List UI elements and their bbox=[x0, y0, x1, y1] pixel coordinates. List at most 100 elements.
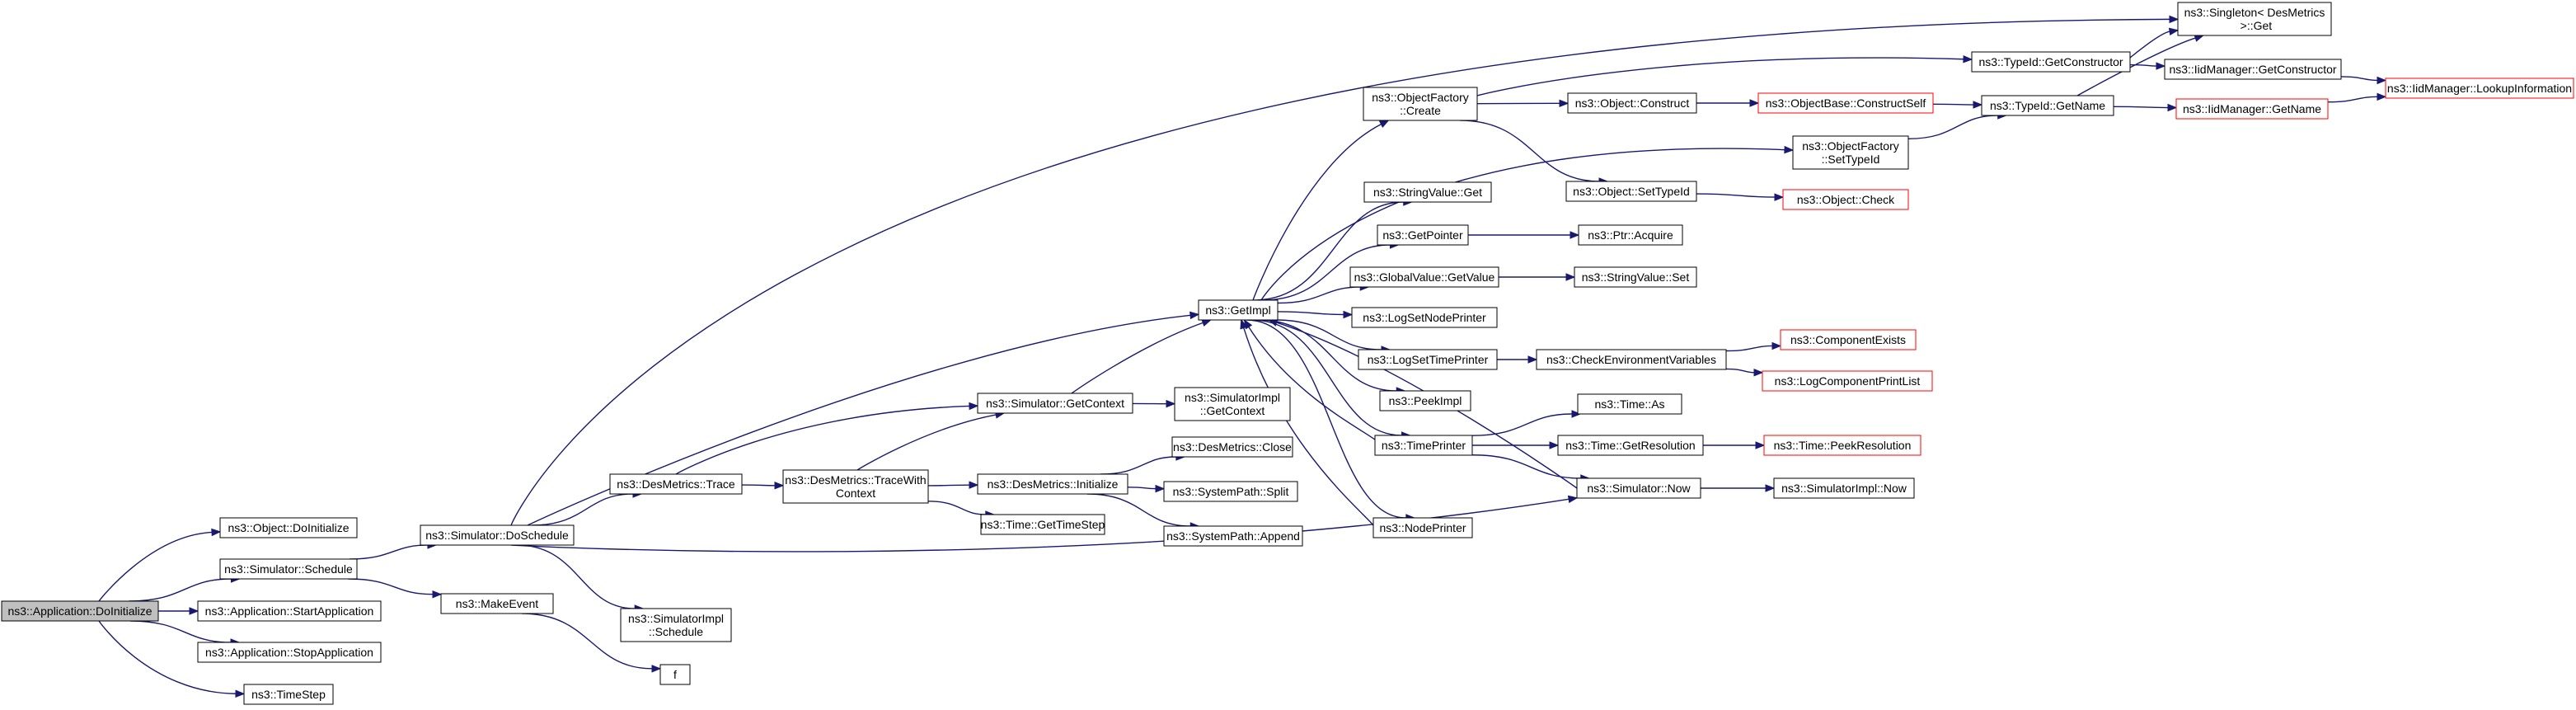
node-logsetnodeprinter[interactable]: ns3::LogSetNodePrinter bbox=[1351, 307, 1498, 328]
node-logcomponentprintlist[interactable]: ns3::LogComponentPrintList bbox=[1762, 370, 1933, 392]
node-typeid_getconstructor[interactable]: ns3::TypeId::GetConstructor bbox=[1971, 51, 2131, 73]
node-box-truncated[interactable] bbox=[1762, 370, 1933, 392]
node-peekimpl[interactable]: ns3::PeekImpl bbox=[1379, 390, 1471, 411]
node-time_getresolution[interactable]: ns3::Time::GetResolution bbox=[1557, 435, 1704, 456]
node-sim_now[interactable]: ns3::Simulator::Now bbox=[1576, 477, 1701, 499]
node-box[interactable] bbox=[1198, 299, 1279, 321]
node-obj_doinit[interactable]: ns3::Object::DoInitialize bbox=[219, 517, 358, 538]
node-globalvalue_getvalue[interactable]: ns3::GlobalValue::GetValue bbox=[1349, 266, 1499, 288]
node-box[interactable] bbox=[1574, 266, 1697, 288]
node-object_check[interactable]: ns3::Object::Check bbox=[1782, 189, 1909, 210]
node-iidmanager_getname[interactable]: ns3::IidManager::GetName bbox=[2175, 98, 2329, 120]
node-box[interactable] bbox=[1163, 525, 1303, 547]
node-sim_schedule[interactable]: ns3::Simulator::Schedule bbox=[219, 558, 358, 580]
node-box-truncated[interactable] bbox=[2175, 98, 2329, 120]
node-box[interactable] bbox=[659, 664, 691, 685]
node-f[interactable]: f bbox=[659, 664, 691, 685]
node-time_as[interactable]: ns3::Time::As bbox=[1577, 393, 1682, 415]
node-doschedule[interactable]: ns3::Simulator::DoSchedule bbox=[420, 524, 575, 546]
node-nodeprinter[interactable]: ns3::NodePrinter bbox=[1372, 517, 1473, 538]
node-box[interactable] bbox=[1567, 92, 1697, 114]
node-box-truncated[interactable] bbox=[1780, 329, 1917, 350]
node-objfactory_settypeid[interactable]: ns3::ObjectFactory::SetTypeId bbox=[1792, 135, 1909, 170]
node-desm_trace[interactable]: ns3::DesMetrics::Trace bbox=[609, 473, 743, 495]
node-getpointer[interactable]: ns3::GetPointer bbox=[1377, 224, 1469, 246]
node-simimpl_getcontext[interactable]: ns3::SimulatorImpl::GetContext bbox=[1174, 387, 1291, 421]
node-time_gettimestep[interactable]: ns3::Time::GetTimeStep bbox=[980, 514, 1105, 535]
node-objfactory_create[interactable]: ns3::ObjectFactory::Create bbox=[1363, 87, 1478, 121]
node-box[interactable] bbox=[219, 517, 358, 538]
node-box-truncated[interactable] bbox=[2385, 78, 2574, 99]
node-iidmanager_getconstructor[interactable]: ns3::IidManager::GetConstructor bbox=[2164, 59, 2342, 80]
node-box[interactable] bbox=[1565, 181, 1697, 202]
node-box[interactable] bbox=[1792, 135, 1909, 170]
node-ptr_acquire[interactable]: ns3::Ptr::Acquire bbox=[1578, 224, 1683, 246]
node-box[interactable] bbox=[1349, 266, 1499, 288]
node-box[interactable] bbox=[1578, 224, 1683, 246]
node-simimpl_schedule[interactable]: ns3::SimulatorImpl::Schedule bbox=[620, 608, 732, 642]
node-time_peekresolution[interactable]: ns3::Time::PeekResolution bbox=[1763, 435, 1921, 456]
node-simimpl_now[interactable]: ns3::SimulatorImpl::Now bbox=[1773, 477, 1915, 499]
node-desm_close[interactable]: ns3::DesMetrics::Close bbox=[1171, 436, 1293, 458]
node-desm_init[interactable]: ns3::DesMetrics::Initialize bbox=[977, 473, 1128, 495]
node-box[interactable] bbox=[1577, 393, 1682, 415]
node-timestep[interactable]: ns3::TimeStep bbox=[243, 684, 334, 705]
node-makeevent[interactable]: ns3::MakeEvent bbox=[440, 593, 554, 614]
node-box-truncated[interactable] bbox=[1757, 92, 1934, 114]
node-box[interactable] bbox=[1163, 481, 1298, 502]
node-box[interactable] bbox=[1374, 435, 1473, 456]
node-timeprinter[interactable]: ns3::TimePrinter bbox=[1374, 435, 1473, 456]
node-box[interactable] bbox=[1363, 181, 1492, 203]
node-syspath_append[interactable]: ns3::SystemPath::Append bbox=[1163, 525, 1303, 547]
node-box[interactable] bbox=[1174, 387, 1291, 421]
node-box[interactable] bbox=[609, 473, 743, 495]
node-box[interactable] bbox=[977, 473, 1128, 495]
node-checkenv[interactable]: ns3::CheckEnvironmentVariables bbox=[1536, 349, 1727, 370]
node-sim_getcontext[interactable]: ns3::Simulator::GetContext bbox=[977, 393, 1133, 414]
node-box[interactable] bbox=[980, 514, 1105, 535]
node-box[interactable] bbox=[440, 593, 554, 614]
node-box[interactable] bbox=[1358, 349, 1498, 370]
node-componentexists[interactable]: ns3::ComponentExists bbox=[1780, 329, 1917, 350]
node-box[interactable] bbox=[1557, 435, 1704, 456]
node-box[interactable] bbox=[243, 684, 334, 705]
node-box[interactable] bbox=[1351, 307, 1498, 328]
node-root[interactable]: ns3::Application::DoInitialize bbox=[1, 600, 159, 622]
node-box[interactable] bbox=[1379, 390, 1471, 411]
node-typeid_getname[interactable]: ns3::TypeId::GetName bbox=[1981, 95, 2114, 116]
node-stringvalue_set[interactable]: ns3::StringValue::Set bbox=[1574, 266, 1697, 288]
node-getimpl[interactable]: ns3::GetImpl bbox=[1198, 299, 1279, 321]
node-app_start[interactable]: ns3::Application::StartApplication bbox=[197, 600, 382, 622]
node-box[interactable] bbox=[1363, 87, 1478, 121]
node-box[interactable] bbox=[2164, 59, 2342, 80]
node-syspath_split[interactable]: ns3::SystemPath::Split bbox=[1163, 481, 1298, 502]
node-object_settypeid[interactable]: ns3::Object::SetTypeId bbox=[1565, 181, 1697, 202]
node-box[interactable] bbox=[1536, 349, 1727, 370]
node-box[interactable] bbox=[977, 393, 1133, 414]
node-box[interactable] bbox=[1981, 95, 2114, 116]
node-box-root[interactable] bbox=[1, 600, 159, 622]
node-box[interactable] bbox=[2177, 2, 2332, 36]
node-box[interactable] bbox=[1372, 517, 1473, 538]
node-box[interactable] bbox=[219, 558, 358, 580]
node-stringvalue_get[interactable]: ns3::StringValue::Get bbox=[1363, 181, 1492, 203]
node-object_construct[interactable]: ns3::Object::Construct bbox=[1567, 92, 1697, 114]
node-objbase_constructself[interactable]: ns3::ObjectBase::ConstructSelf bbox=[1757, 92, 1934, 114]
node-logsettimeprinter[interactable]: ns3::LogSetTimePrinter bbox=[1358, 349, 1498, 370]
node-box[interactable] bbox=[197, 600, 382, 622]
node-app_stop[interactable]: ns3::Application::StopApplication bbox=[197, 642, 382, 663]
node-box[interactable] bbox=[420, 524, 575, 546]
node-box[interactable] bbox=[197, 642, 382, 663]
node-box-truncated[interactable] bbox=[1782, 189, 1909, 210]
node-box[interactable] bbox=[1377, 224, 1469, 246]
node-box[interactable] bbox=[1971, 51, 2131, 73]
node-box[interactable] bbox=[1576, 477, 1701, 499]
node-box[interactable] bbox=[620, 608, 732, 642]
node-box-truncated[interactable] bbox=[1763, 435, 1921, 456]
node-box[interactable] bbox=[1171, 436, 1293, 458]
node-singleton_get[interactable]: ns3::Singleton< DesMetrics >::Get bbox=[2177, 2, 2332, 36]
node-box[interactable] bbox=[1773, 477, 1915, 499]
node-box[interactable] bbox=[782, 469, 929, 504]
node-iidmanager_lookupinfo[interactable]: ns3::IidManager::LookupInformation bbox=[2385, 78, 2574, 99]
